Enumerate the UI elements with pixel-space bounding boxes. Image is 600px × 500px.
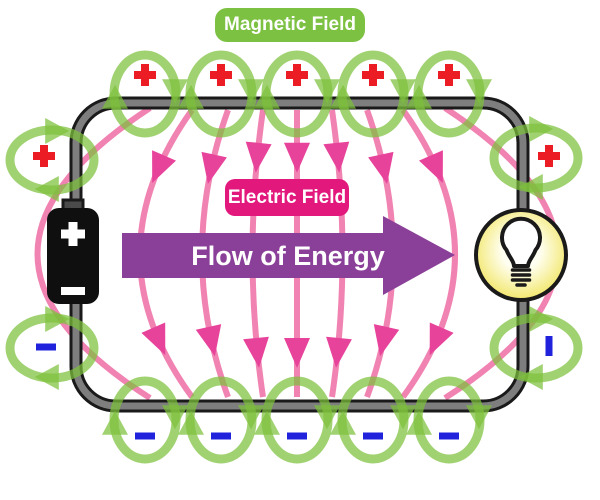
loop-arrow-left: [518, 174, 543, 200]
loop-arrow-down: [314, 79, 340, 104]
magnetic-loop: [185, 376, 257, 464]
loop-arrow-down: [162, 79, 188, 104]
loop-arrow-up: [254, 84, 280, 109]
field-arrow: [195, 324, 222, 357]
loop-arrow-down: [466, 79, 492, 104]
plus-symbol: [438, 64, 460, 86]
battery-body: [47, 208, 99, 304]
field-arrow: [141, 322, 166, 356]
flow-of-energy-arrow: Flow of Energy: [122, 216, 455, 295]
field-arrow: [284, 338, 310, 368]
field-arrow: [373, 324, 400, 357]
magnetic-field-loops: [5, 50, 583, 464]
field-arrow: [245, 141, 272, 173]
field-line: [34, 105, 152, 401]
loop-arrow-up: [406, 84, 432, 109]
loop-arrow-down: [238, 405, 264, 430]
loop-arrow-up: [254, 410, 280, 435]
plus-symbol: [61, 222, 85, 246]
loop-arrow-right: [45, 118, 70, 144]
plus-symbol: [134, 64, 156, 86]
loop-arrow-up: [102, 84, 128, 109]
magnetic-field-label: Magnetic Field: [215, 8, 365, 42]
loop-arrow-left: [34, 176, 59, 202]
flow-arrow-label: Flow of Energy: [191, 241, 385, 271]
field-arrow: [323, 141, 350, 173]
field-arrow: [419, 150, 443, 183]
magnetic-field-label-text: Magnetic Field: [224, 14, 356, 35]
loop-arrow-up: [406, 410, 432, 435]
flow-arrow-shape: [122, 216, 455, 295]
field-arrow: [284, 142, 310, 173]
loop-arrow-up: [178, 84, 204, 109]
loop-arrow-down: [390, 79, 416, 104]
light-bulb: [474, 208, 568, 302]
plus-symbol: [362, 64, 384, 86]
loop-arrow-left: [34, 364, 59, 390]
loop-arrow-up: [178, 410, 204, 435]
loop-arrow-down: [390, 405, 416, 430]
charge-symbols: [33, 64, 560, 440]
loop-arrow-right: [529, 116, 554, 142]
magnetic-loop: [337, 376, 409, 464]
battery: [47, 198, 99, 304]
electric-field-label-text: Electric Field: [227, 186, 347, 208]
bulb-icon: [500, 216, 542, 268]
electric-field-label: Electric Field: [225, 179, 349, 216]
loop-arrow-left: [518, 364, 543, 390]
loop-arrow-down: [162, 405, 188, 430]
field-line: [400, 108, 458, 399]
loop-arrow-up: [330, 84, 356, 109]
loop-arrow-down: [466, 405, 492, 430]
plus-symbol: [33, 145, 55, 167]
loop-arrow-right: [45, 306, 70, 332]
loop-arrow-down: [238, 79, 264, 104]
field-arrow: [326, 336, 352, 368]
field-arrow: [429, 322, 454, 356]
field-arrow: [368, 151, 394, 184]
loop-arrow-up: [330, 410, 356, 435]
loop-arrow-up: [102, 410, 128, 435]
loop-arrow-down: [314, 405, 340, 430]
field-arrow: [243, 336, 269, 368]
plus-symbol: [538, 145, 560, 167]
plus-symbol: [210, 64, 232, 86]
field-arrow: [201, 151, 227, 184]
field-arrow: [152, 150, 176, 183]
loop-arrow-right: [529, 306, 554, 332]
plus-symbol: [286, 64, 308, 86]
